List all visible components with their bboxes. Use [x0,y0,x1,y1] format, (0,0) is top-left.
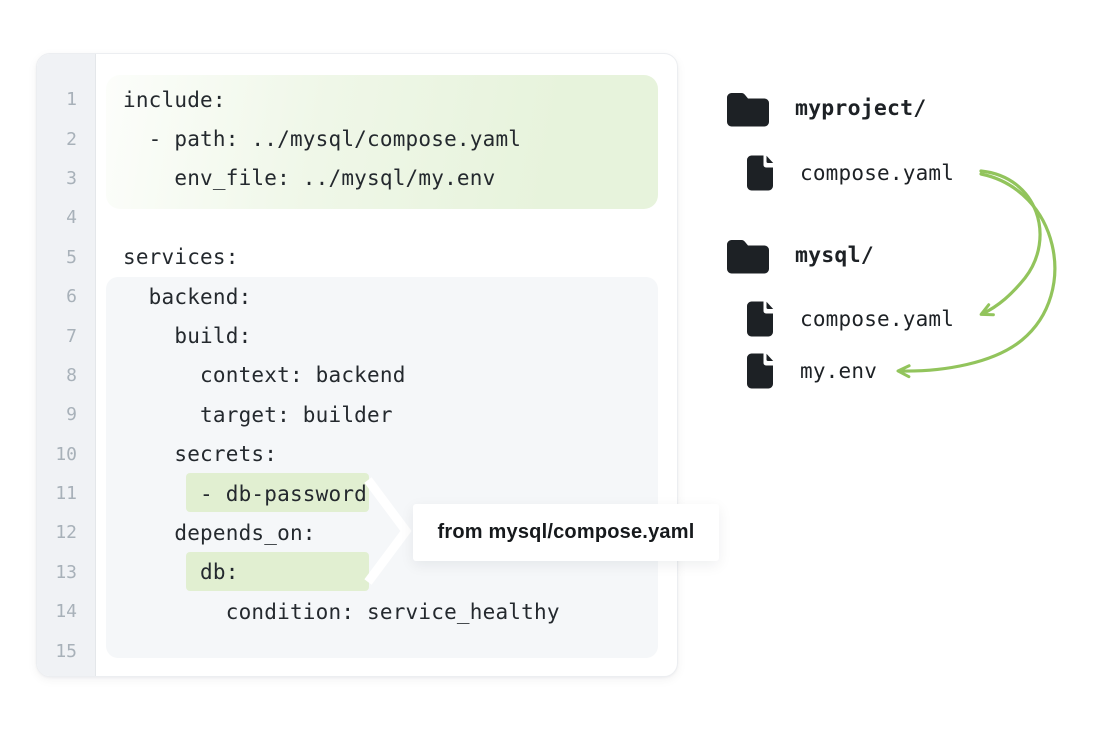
compose-yaml-code-panel: 1 include: 2 - path: ../mysql/compose.yam… [36,53,678,677]
line-number: 11 [55,483,77,505]
code-lines: 1 include: 2 - path: ../mysql/compose.yam… [37,80,677,671]
folder-icon [727,240,769,274]
line-number: 1 [66,89,77,111]
line-number-gutter [37,54,96,676]
include-block-highlight [106,75,658,209]
code-line: 9 target: builder [37,395,677,434]
line-number: 12 [55,522,77,544]
services-block-background [106,277,658,658]
file-tree: myproject/ compose.yaml mysql/ compose.y… [725,0,1065,751]
file-icon [747,301,774,337]
tree-item-myproject-compose-yaml: compose.yaml [744,153,954,193]
code-line: 7 build: [37,316,677,355]
code-line: 13 db: [37,553,677,592]
code-text: secrets: [123,442,278,467]
code-line: 11 - db-password [37,474,677,513]
code-text: backend: [123,284,252,309]
code-text: include: [123,87,226,112]
code-line: 4 [37,198,677,237]
line-number: 7 [66,325,77,347]
code-line: 10 secrets: [37,435,677,474]
tree-item-mysql-folder: mysql/ [725,235,874,275]
tree-item-myproject-folder: myproject/ [725,88,926,128]
code-text: - path: ../mysql/compose.yaml [123,127,522,152]
db-line-highlight [186,552,369,591]
file-icon [747,353,774,389]
code-line: 2 - path: ../mysql/compose.yaml [37,119,677,158]
code-text: condition: service_healthy [123,599,560,624]
code-text: target: builder [123,402,393,427]
line-number: 9 [66,404,77,426]
code-text: services: [123,245,239,270]
tree-item-mysql-my-env: my.env [744,351,877,391]
code-line: 14 condition: service_healthy [37,592,677,631]
code-text: db: [123,560,239,585]
code-text: env_file: ../mysql/my.env [123,166,496,191]
line-number: 5 [66,246,77,268]
tree-item-label: myproject/ [795,95,927,121]
line-number: 14 [55,601,77,623]
db-password-line-highlight [186,473,369,512]
file-icon [747,155,774,191]
line-number: 3 [66,167,77,189]
tree-item-label: mysql/ [795,242,874,268]
tree-item-label: compose.yaml [800,307,955,331]
code-line: 6 backend: [37,277,677,316]
code-line: 8 context: backend [37,356,677,395]
line-number: 2 [66,128,77,150]
tree-item-label: compose.yaml [800,161,955,185]
code-line: 3 env_file: ../mysql/my.env [37,159,677,198]
code-text: - db-password [123,481,368,506]
code-line: 5 services: [37,238,677,277]
code-text: context: backend [123,363,406,388]
tooltip-label: from mysql/compose.yaml [437,521,695,543]
line-number: 10 [55,443,77,465]
line-number: 6 [66,286,77,308]
tree-item-label: my.env [800,359,878,383]
line-number: 4 [66,207,77,229]
folder-icon [727,93,769,127]
line-number: 8 [66,364,77,386]
line-number: 15 [55,640,77,662]
code-text: build: [123,324,252,349]
code-line: 12 depends_on: [37,513,677,552]
line-number: 13 [55,561,77,583]
code-line: 1 include: [37,80,677,119]
code-line: 15 [37,631,677,670]
tree-item-mysql-compose-yaml: compose.yaml [744,299,954,339]
code-text: depends_on: [123,520,316,545]
from-mysql-tooltip: from mysql/compose.yaml [413,504,719,561]
